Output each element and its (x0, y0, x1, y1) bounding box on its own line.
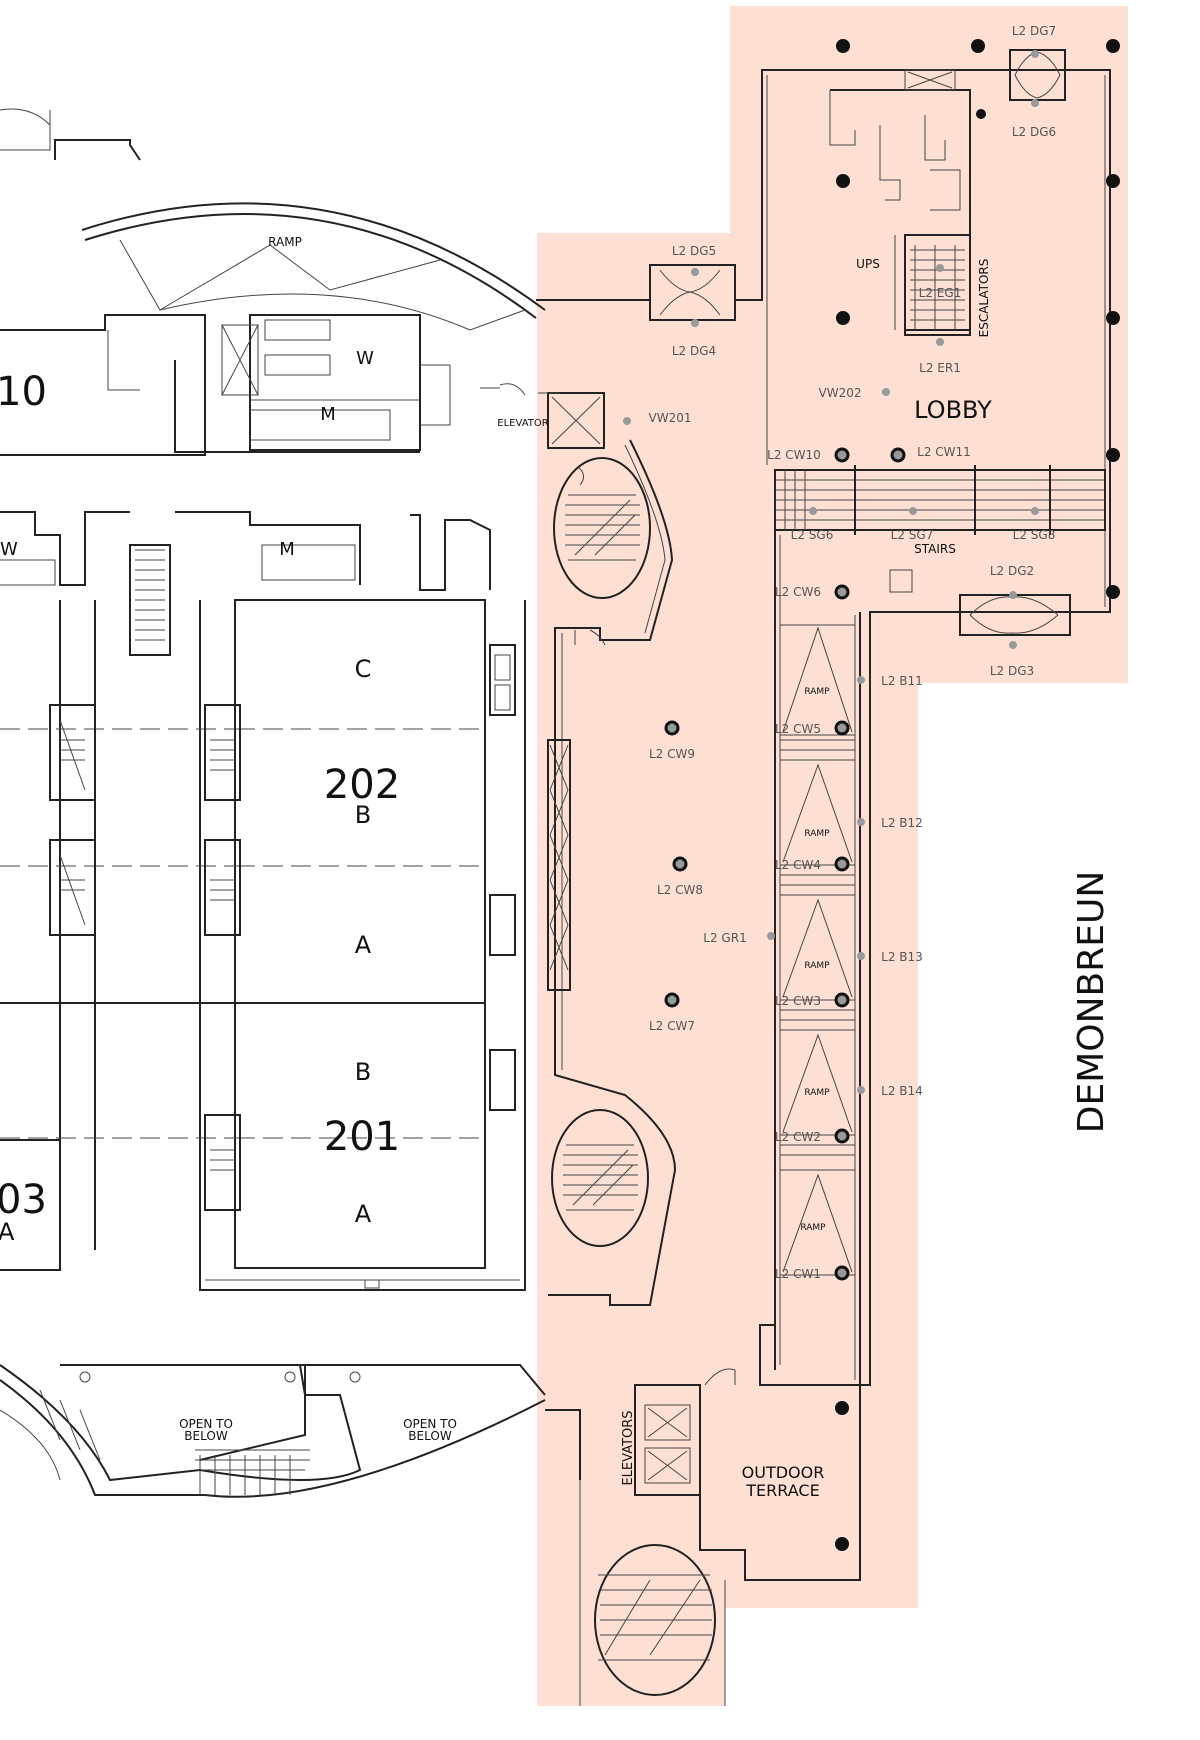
escalators-label: ESCALATORS (977, 259, 991, 338)
marker-l2-cw7: L2 CW7 (649, 1019, 695, 1033)
marker-l2-cw1: L2 CW1 (775, 1267, 821, 1281)
marker-labels: L2 DG7 L2 DG6 L2 DG5 L2 DG4 L2 EG1 L2 ER… (649, 24, 1057, 1281)
section-b-lower-label: B (355, 1058, 371, 1086)
room-203-number: 03 (0, 1177, 47, 1223)
marker-l2-dg6: L2 DG6 (1012, 125, 1056, 139)
section-c-label: C (355, 655, 372, 683)
marker-vw201: VW201 (649, 411, 692, 425)
room-201-number: 201 (324, 1114, 400, 1160)
marker-l2-cw9: L2 CW9 (649, 747, 695, 761)
ramp-5-label: RAMP (800, 1223, 826, 1233)
marker-l2-cw5: L2 CW5 (775, 722, 821, 736)
ups-label: UPS (856, 257, 880, 271)
marker-l2-cw4: L2 CW4 (775, 858, 821, 872)
marker-l2-b13: L2 B13 (881, 950, 923, 964)
section-a-lower-label: A (355, 1200, 372, 1228)
elevators-label: ELEVATORS (621, 1410, 636, 1485)
womens-restroom-left-label: W (0, 539, 18, 560)
columns (835, 39, 1120, 1551)
ramp-top-label: RAMP (268, 235, 302, 249)
marker-l2-cw2: L2 CW2 (775, 1130, 821, 1144)
stairs-label: STAIRS (914, 542, 956, 556)
marker-l2-dg7: L2 DG7 (1012, 24, 1056, 38)
room-labels: 10 202 201 03 C B A B A A W M M W (0, 348, 400, 1246)
marker-l2-gr1: L2 GR1 (703, 931, 746, 945)
ramp-4-label: RAMP (804, 1088, 830, 1098)
meeting-rooms-block (0, 108, 605, 1498)
outdoor-terrace-label-1: OUTDOOR (742, 1463, 825, 1482)
lobby-label: LOBBY (914, 396, 992, 424)
marker-l2-cw8: L2 CW8 (657, 883, 703, 897)
ramp-3-label: RAMP (804, 961, 830, 971)
area-labels: LOBBY STAIRS UPS ESCALATORS ELEVATOR ELE… (179, 235, 1112, 1500)
marker-l2-sg8: L2 SG8 (1013, 528, 1056, 542)
marker-l2-b14: L2 B14 (881, 1084, 923, 1098)
marker-l2-b12: L2 B12 (881, 816, 923, 830)
demonbreun-street-label: DEMONBREUN (1071, 871, 1112, 1134)
lobby-structure (536, 49, 1111, 1706)
marker-l2-dg4: L2 DG4 (672, 344, 716, 358)
mens-restroom-lower-label: M (279, 539, 295, 560)
marker-l2-dg2: L2 DG2 (990, 564, 1034, 578)
outdoor-terrace-label-2: TERRACE (745, 1481, 819, 1500)
elevator-label: ELEVATOR (497, 418, 548, 429)
marker-l2-cw3: L2 CW3 (775, 994, 821, 1008)
womens-restroom-upper-label: W (356, 348, 374, 369)
section-a-upper-label: A (355, 931, 372, 959)
marker-l2-eg1: L2 EG1 (919, 286, 962, 300)
marker-l2-b11: L2 B11 (881, 674, 923, 688)
room-202-number: 202 (324, 762, 400, 808)
marker-l2-cw10: L2 CW10 (767, 448, 821, 462)
highlight-area (537, 6, 1128, 1706)
open-to-below-2-line2: BELOW (408, 1429, 452, 1443)
marker-l2-cw11: L2 CW11 (917, 445, 971, 459)
section-a-left-label: A (0, 1218, 15, 1246)
marker-l2-sg7: L2 SG7 (891, 528, 934, 542)
marker-l2-sg6: L2 SG6 (791, 528, 834, 542)
highlighted-zone (537, 6, 1128, 1706)
marker-vw202: VW202 (819, 386, 862, 400)
open-to-below-1-line1: OPEN TO (179, 1417, 233, 1431)
ramp-2-label: RAMP (804, 829, 830, 839)
section-b-upper-label: B (355, 801, 371, 829)
marker-l2-er1: L2 ER1 (919, 361, 961, 375)
marker-l2-dg3: L2 DG3 (990, 664, 1034, 678)
ramp-1-label: RAMP (804, 687, 830, 697)
marker-l2-dg5: L2 DG5 (672, 244, 716, 258)
open-to-below-2-line1: OPEN TO (403, 1417, 457, 1431)
marker-l2-cw6: L2 CW6 (775, 585, 821, 599)
marker-dots (623, 50, 1039, 1281)
room-210-number: 10 (0, 369, 47, 415)
mens-restroom-upper-label: M (320, 404, 336, 425)
open-to-below-1-line2: BELOW (184, 1429, 228, 1443)
